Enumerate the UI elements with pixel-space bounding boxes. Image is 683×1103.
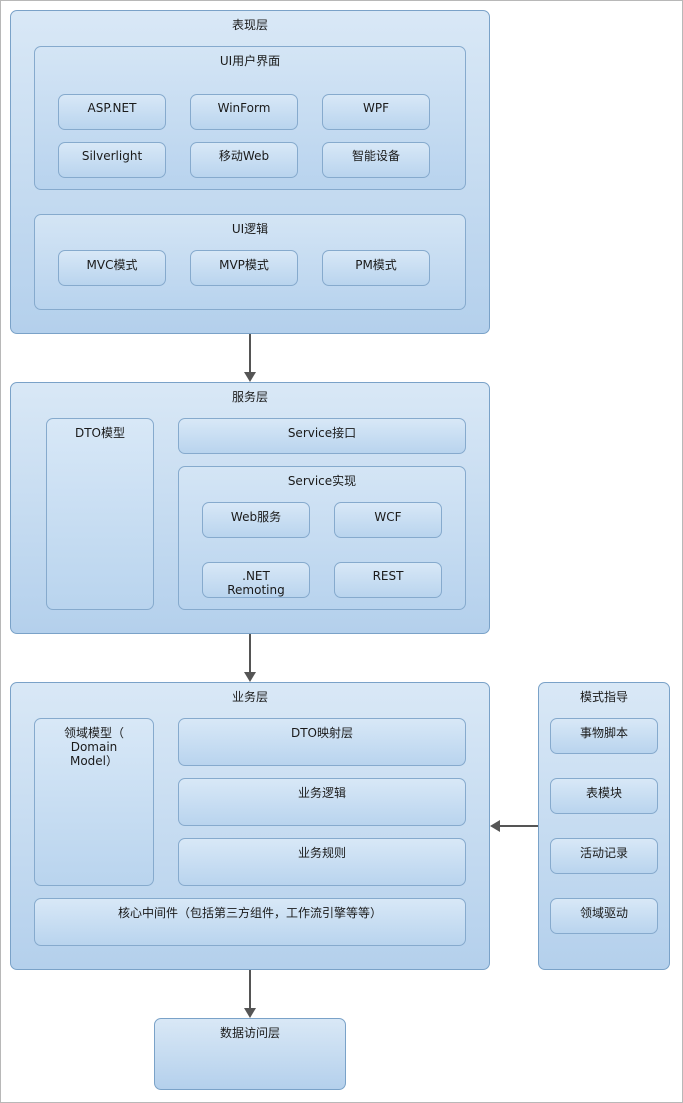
domain-model-label: 领域模型（ Domain Model） — [63, 726, 124, 768]
ui-item-aspnet: ASP.NET — [58, 94, 166, 130]
impl-item-remoting: .NET Remoting — [202, 562, 310, 598]
service-impl-title: Service实现 — [287, 474, 357, 488]
impl-item-label: .NET Remoting — [227, 569, 285, 597]
logic-item-label: PM模式 — [355, 258, 397, 272]
ui-item-label: ASP.NET — [87, 101, 137, 115]
pattern-item-label: 领域驱动 — [579, 906, 628, 920]
pattern-guide-title: 模式指导 — [579, 690, 628, 704]
logic-item-label: MVP模式 — [219, 258, 269, 272]
impl-item-web-service: Web服务 — [202, 502, 310, 538]
ui-item-label: Silverlight — [81, 149, 143, 163]
dto-model-label: DTO模型 — [74, 426, 126, 440]
pattern-item-label: 活动记录 — [579, 846, 628, 860]
impl-item-label: WCF — [374, 510, 402, 524]
impl-item-wcf: WCF — [334, 502, 442, 538]
ui-item-label: 移动Web — [218, 149, 270, 163]
pattern-item-transaction-script: 事物脚本 — [550, 718, 658, 754]
ui-item-label: WinForm — [217, 101, 271, 115]
logic-item-label: MVC模式 — [86, 258, 138, 272]
service-interface: Service接口 — [178, 418, 466, 454]
dto-model: DTO模型 — [46, 418, 154, 610]
arrowhead-business — [244, 672, 256, 682]
business-rules-label: 业务规则 — [297, 846, 346, 860]
presentation-layer-title: 表现层 — [231, 18, 268, 32]
pattern-item-domain-driven: 领域驱动 — [550, 898, 658, 934]
arrowhead-patterns — [490, 820, 500, 832]
pattern-item-active-record: 活动记录 — [550, 838, 658, 874]
arrowhead-data — [244, 1008, 256, 1018]
ui-item-winform: WinForm — [190, 94, 298, 130]
business-rules: 业务规则 — [178, 838, 466, 886]
ui-item-label: 智能设备 — [351, 149, 400, 163]
ui-interface-title: UI用户界面 — [219, 54, 281, 68]
pattern-item-label: 表模块 — [585, 786, 622, 800]
dto-mapping-label: DTO映射层 — [290, 726, 354, 740]
service-interface-label: Service接口 — [287, 426, 357, 440]
pattern-item-label: 事物脚本 — [579, 726, 628, 740]
ui-item-smart-device: 智能设备 — [322, 142, 430, 178]
business-layer-title: 业务层 — [231, 690, 268, 704]
logic-item-pm: PM模式 — [322, 250, 430, 286]
domain-model: 领域模型（ Domain Model） — [34, 718, 154, 886]
business-logic: 业务逻辑 — [178, 778, 466, 826]
logic-item-mvc: MVC模式 — [58, 250, 166, 286]
dto-mapping-layer: DTO映射层 — [178, 718, 466, 766]
ui-item-label: WPF — [362, 101, 389, 115]
ui-logic-title: UI逻辑 — [231, 222, 269, 236]
data-access-title: 数据访问层 — [219, 1026, 280, 1040]
ui-item-mobile-web: 移动Web — [190, 142, 298, 178]
service-layer-title: 服务层 — [231, 390, 268, 404]
arrowhead-service — [244, 372, 256, 382]
ui-item-wpf: WPF — [322, 94, 430, 130]
impl-item-rest: REST — [334, 562, 442, 598]
core-middleware-label: 核心中间件（包括第三方组件，工作流引擎等等） — [117, 906, 382, 920]
ui-item-silverlight: Silverlight — [58, 142, 166, 178]
impl-item-label: Web服务 — [230, 510, 282, 524]
impl-item-label: REST — [372, 569, 404, 583]
pattern-item-table-module: 表模块 — [550, 778, 658, 814]
core-middleware: 核心中间件（包括第三方组件，工作流引擎等等） — [34, 898, 466, 946]
logic-item-mvp: MVP模式 — [190, 250, 298, 286]
data-access-layer: 数据访问层 — [154, 1018, 346, 1090]
business-logic-label: 业务逻辑 — [297, 786, 346, 800]
